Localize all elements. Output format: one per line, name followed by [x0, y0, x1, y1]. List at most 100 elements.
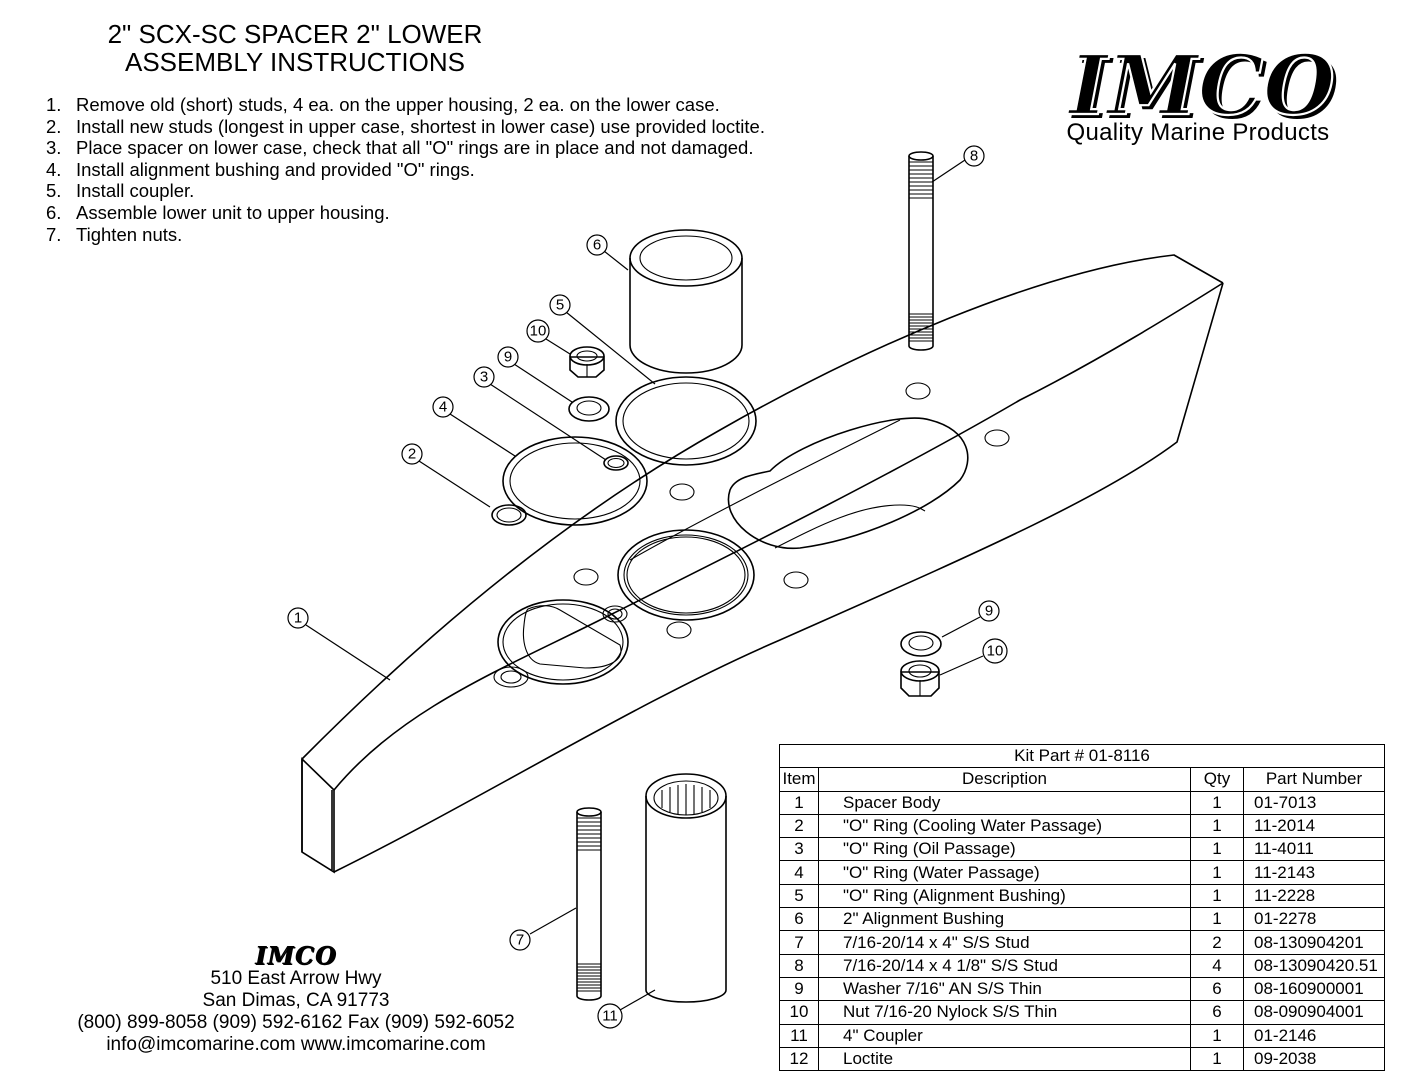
cell-item: 8	[779, 953, 819, 978]
header-part-number: Part Number	[1243, 767, 1385, 792]
step-text: Tighten nuts.	[76, 223, 183, 245]
header-qty: Qty	[1190, 767, 1244, 792]
cell-description: 7/16-20/14 x 4" S/S Stud	[818, 930, 1191, 955]
document-title: 2" SCX-SC SPACER 2" LOWER ASSEMBLY INSTR…	[60, 20, 530, 76]
cell-qty: 2	[1190, 930, 1244, 955]
instruction-step: 4.Install alignment bushing and provided…	[46, 159, 765, 181]
cell-part-number: 01-2278	[1243, 907, 1385, 932]
step-number: 1.	[46, 94, 62, 115]
cell-part-number: 11-4011	[1243, 837, 1385, 862]
o-ring-water-passage	[502, 436, 648, 526]
svg-text:11: 11	[602, 1008, 618, 1025]
alignment-bushing	[629, 229, 743, 374]
cell-part-number: 01-7013	[1243, 790, 1385, 815]
cell-qty: 1	[1190, 1046, 1244, 1072]
title-line-1: 2" SCX-SC SPACER 2" LOWER	[107, 19, 483, 49]
street-address: 510 East Arrow Hwy	[210, 968, 382, 989]
svg-text:2: 2	[408, 446, 416, 463]
instruction-step: 1. Remove old (short) studs, 4 ea. on the…	[46, 94, 765, 116]
svg-text:10: 10	[987, 643, 1004, 660]
brand-tagline: Quality Marine Products	[1066, 119, 1330, 146]
o-ring-cooling-water	[491, 504, 527, 526]
cell-part-number: 08-130904201	[1243, 930, 1385, 955]
stud-long-thread-bottom	[909, 313, 933, 342]
instruction-step: 7.Tighten nuts.	[46, 224, 765, 246]
cell-description: Loctite	[818, 1046, 1191, 1072]
step-text: Place spacer on lower case, check that a…	[76, 137, 754, 159]
washer-upper	[568, 396, 610, 422]
instruction-step: 5.Install coupler.	[46, 180, 765, 202]
phone-fax: (800) 899-8058 (909) 592-6162 Fax (909) …	[77, 1012, 515, 1033]
svg-text:4: 4	[439, 399, 447, 416]
cell-qty: 1	[1190, 837, 1244, 862]
o-ring-alignment-bushing	[615, 376, 757, 466]
step-text: Install alignment bushing and provided "…	[76, 158, 475, 180]
cell-part-number: 11-2228	[1243, 883, 1385, 909]
step-number: 6.	[46, 201, 62, 223]
instruction-step: 2.Install new studs (longest in upper ca…	[46, 116, 765, 138]
balloon-2: 2	[401, 443, 491, 508]
cell-qty: 4	[1190, 953, 1244, 978]
svg-text:1: 1	[294, 610, 302, 627]
svg-text:8: 8	[970, 148, 978, 165]
cell-item: 1	[779, 790, 819, 815]
email-website[interactable]: info@imcomarine.com www.imcomarine.com	[106, 1034, 486, 1055]
balloon-11: 11	[597, 989, 656, 1029]
cell-item: 6	[779, 907, 819, 932]
contact-logo: IMCO	[255, 941, 337, 970]
step-number: 2.	[46, 115, 62, 137]
instruction-list: 1. Remove old (short) studs, 4 ea. on the…	[46, 94, 765, 245]
cell-item: 11	[779, 1023, 819, 1048]
cell-description: Washer 7/16" AN S/S Thin	[818, 976, 1191, 1002]
balloon-10-lower: 10	[939, 638, 1008, 676]
svg-text:10: 10	[530, 323, 547, 340]
svg-text:6: 6	[593, 237, 601, 254]
balloon-9-upper: 9	[497, 346, 573, 403]
header-item: Item	[779, 767, 819, 792]
svg-text:5: 5	[556, 297, 564, 314]
stud-short	[576, 807, 602, 1001]
cell-qty: 6	[1190, 1000, 1244, 1025]
balloon-3: 3	[473, 366, 607, 461]
cell-description: "O" Ring (Cooling Water Passage)	[818, 813, 1191, 839]
cell-part-number: 08-13090420.51	[1243, 953, 1385, 978]
cell-description: "O" Ring (Alignment Bushing)	[818, 883, 1191, 909]
stud-short-thread-bottom	[577, 963, 601, 992]
balloon-4: 4	[432, 396, 516, 457]
cell-description: Nut 7/16-20 Nylock S/S Thin	[818, 1000, 1191, 1025]
coupler-splines	[661, 784, 711, 815]
nut-upper	[569, 346, 605, 378]
parts-table: Kit Part # 01-8116 Item Description Qty …	[779, 743, 1385, 1072]
cell-description: 7/16-20/14 x 4 1/8" S/S Stud	[818, 953, 1191, 978]
kit-title-row: Kit Part # 01-8116	[779, 743, 1385, 769]
cell-qty: 1	[1190, 860, 1244, 885]
cell-qty: 1	[1190, 907, 1244, 932]
cell-description: "O" Ring (Water Passage)	[818, 860, 1191, 885]
balloon-7: 7	[509, 907, 577, 951]
cell-part-number: 09-2038	[1243, 1046, 1385, 1072]
kit-part-number: Kit Part # 01-8116	[779, 743, 1385, 769]
spacer-body	[301, 254, 1224, 874]
balloon-9-lower: 9	[941, 600, 1000, 638]
cell-description: "O" Ring (Oil Passage)	[818, 837, 1191, 862]
instruction-step: 6.Assemble lower unit to upper housing.	[46, 202, 765, 224]
svg-text:9: 9	[504, 349, 512, 366]
step-text: Remove old (short) studs, 4 ea. on the u…	[76, 94, 720, 115]
balloon-5: 5	[549, 294, 656, 385]
coupler	[645, 773, 727, 1003]
balloon-10-upper: 10	[526, 319, 571, 355]
cell-item: 3	[779, 837, 819, 862]
cell-part-number: 08-090904001	[1243, 1000, 1385, 1025]
stud-long	[908, 151, 934, 351]
cell-item: 10	[779, 1000, 819, 1025]
logo-word: IMCO	[1067, 44, 1335, 124]
